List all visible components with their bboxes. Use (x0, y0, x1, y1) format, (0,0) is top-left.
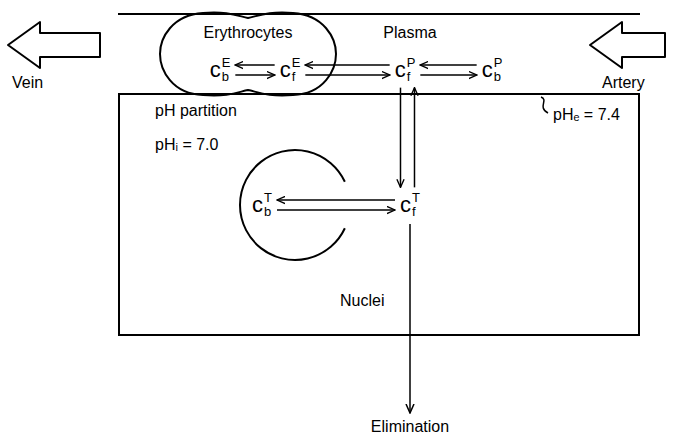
concentration-symbol: cTf (398, 190, 422, 219)
vein-flow-arrow (8, 22, 100, 68)
region-label: Erythrocytes (204, 24, 293, 42)
erythrocyte-cell: ErythrocytescEbcEf (158, 10, 338, 98)
symbol-subscript: b (222, 70, 231, 84)
index-stack: Ef (292, 56, 301, 83)
flow-label: Artery (602, 74, 645, 92)
concentration-symbol: cPb (480, 55, 505, 84)
exchange-arrow (420, 74, 476, 76)
symbol-subscript: f (292, 70, 301, 84)
symbol-subscript: f (407, 70, 416, 84)
cell-outline-path (160, 13, 336, 96)
concentration-symbol: cTb (250, 190, 274, 219)
symbol-subscript: b (264, 205, 272, 219)
concentration-symbol: cEb (208, 55, 233, 84)
partition-label: pH partition (155, 102, 237, 120)
exchange-arrow (400, 88, 402, 188)
ph-value: pHᵢ = 7.0 (155, 136, 218, 154)
exchange-arrow (277, 209, 395, 211)
ph-value: pHₑ = 7.4 (553, 106, 620, 124)
flow-label: Vein (12, 74, 43, 92)
symbol-letter: c (210, 59, 221, 81)
elimination-arrow (409, 224, 411, 413)
symbol-superscript: T (412, 191, 420, 205)
ph-leader-line (541, 97, 548, 113)
symbol-superscript: P (494, 56, 503, 70)
exchange-arrow (277, 199, 395, 201)
symbol-subscript: f (412, 205, 420, 219)
process-label: Elimination (371, 418, 449, 436)
region-label: Nuclei (340, 292, 384, 310)
symbol-superscript: T (264, 191, 272, 205)
index-stack: Tb (264, 191, 272, 218)
exchange-arrow (414, 88, 416, 188)
index-stack: Tf (412, 191, 420, 218)
artery-flow-arrow (590, 22, 665, 68)
index-stack: Pb (494, 56, 503, 83)
index-stack: Pf (407, 56, 416, 83)
symbol-superscript: E (292, 56, 301, 70)
concentration-symbol: cPf (393, 55, 418, 84)
symbol-letter: c (400, 194, 411, 216)
symbol-superscript: P (407, 56, 416, 70)
vessel-band: PlasmaErythrocytescEbcEfcPfcPb (118, 13, 640, 95)
symbol-letter: c (252, 194, 263, 216)
symbol-superscript: E (222, 56, 231, 70)
exchange-arrow (305, 74, 389, 76)
region-label: Plasma (383, 24, 436, 42)
exchange-arrow (420, 64, 476, 66)
exchange-arrow (305, 64, 389, 66)
symbol-letter: c (482, 59, 493, 81)
concentration-symbol: cEf (278, 55, 303, 84)
exchange-arrow (235, 74, 274, 76)
exchange-arrow (235, 64, 274, 66)
index-stack: Eb (222, 56, 231, 83)
symbol-letter: c (280, 59, 291, 81)
symbol-subscript: b (494, 70, 503, 84)
symbol-letter: c (395, 59, 406, 81)
cell-outline (158, 10, 338, 98)
nucleus-outline (240, 150, 345, 260)
tissue-compartment: NucleicTbcTf (118, 93, 640, 336)
